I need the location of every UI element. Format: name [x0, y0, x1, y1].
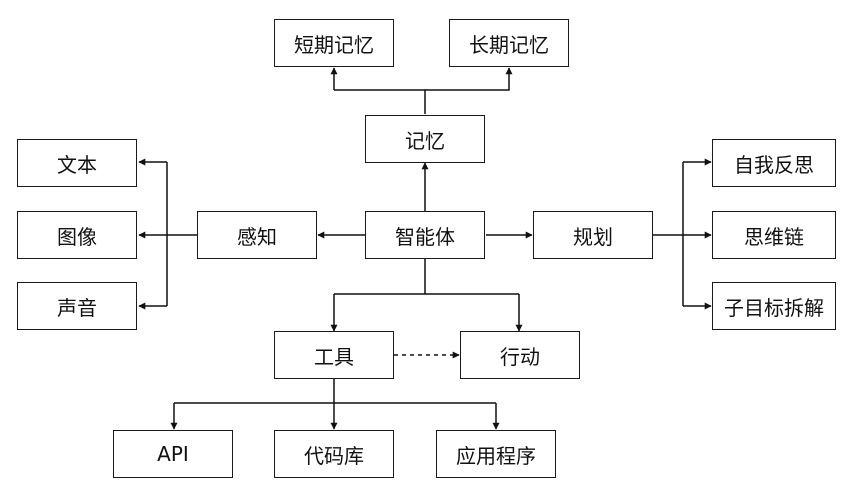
node-memory: 记忆 — [365, 115, 485, 163]
node-label: 声音 — [57, 295, 97, 320]
node-self-reflection: 自我反思 — [712, 139, 836, 187]
node-application: 应用程序 — [436, 430, 556, 478]
node-code-library: 代码库 — [274, 430, 394, 478]
node-label: 应用程序 — [456, 443, 536, 468]
node-tools: 工具 — [274, 331, 394, 379]
node-label: 记忆 — [405, 128, 445, 153]
edge-memory-trunk — [334, 89, 426, 114]
node-label: 短期记忆 — [294, 32, 374, 57]
node-api: API — [113, 430, 233, 478]
node-label: 长期记忆 — [469, 32, 549, 57]
node-action: 行动 — [460, 331, 580, 379]
node-text: 文本 — [17, 139, 137, 187]
node-long-term-memory: 长期记忆 — [449, 19, 569, 67]
node-label: 感知 — [237, 224, 277, 249]
node-label: 代码库 — [304, 443, 364, 468]
node-label: 规划 — [573, 224, 613, 249]
node-planning: 规划 — [533, 211, 653, 259]
node-chain-of-thought: 思维链 — [712, 211, 836, 259]
node-perception: 感知 — [197, 211, 317, 259]
node-label: 智能体 — [395, 224, 455, 249]
edge-memory-long-term — [425, 67, 513, 91]
node-subgoal-decomposition: 子目标拆解 — [712, 282, 836, 330]
node-agent: 智能体 — [365, 211, 485, 259]
node-label: 行动 — [500, 344, 540, 369]
node-label: 文本 — [57, 152, 97, 177]
node-label: 自我反思 — [734, 152, 814, 177]
node-image: 图像 — [17, 211, 137, 259]
node-label: 图像 — [57, 224, 97, 249]
node-label: API — [157, 442, 189, 466]
node-audio: 声音 — [17, 282, 137, 330]
node-short-term-memory: 短期记忆 — [274, 19, 394, 67]
node-label: 工具 — [314, 344, 354, 369]
node-label: 思维链 — [744, 224, 804, 249]
node-label: 子目标拆解 — [724, 295, 824, 320]
